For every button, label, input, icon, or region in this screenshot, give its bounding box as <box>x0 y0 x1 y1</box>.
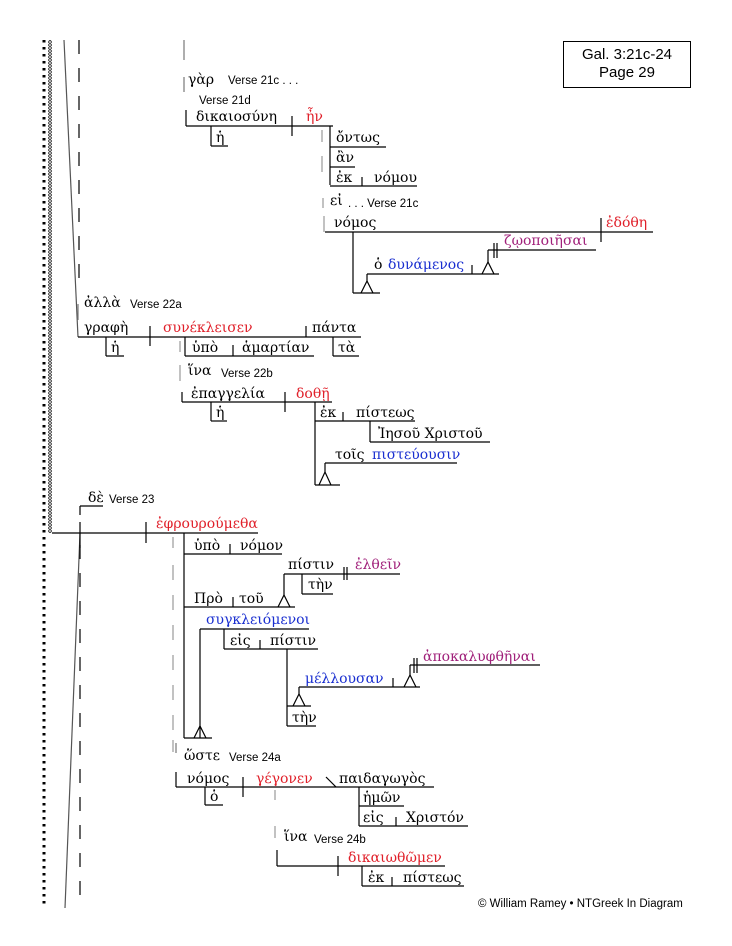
word-iesou-christou: Ἰησοῦ Χριστοῦ <box>378 426 483 442</box>
word-hina-2: ἵνα <box>284 829 308 845</box>
word-ta: τὰ <box>338 340 356 356</box>
word-ek: ἐκ <box>336 170 353 186</box>
verse-label-24b: Verse 24b <box>314 834 366 846</box>
copyright-notice: © William Ramey • NTGreek In Diagram <box>478 898 683 910</box>
word-pisteos: πίστεως <box>356 405 415 421</box>
word-epangelia: ἐπαγγελία <box>191 386 265 402</box>
word-tou: τοῦ <box>239 591 264 607</box>
word-ho: ὁ <box>374 257 383 273</box>
word-de: δὲ <box>88 490 104 506</box>
word-hypo-2: ὑπὸ <box>194 538 221 554</box>
word-hina: ἵνα <box>188 363 212 379</box>
word-dikaiosyne: δικαιοσύνη <box>196 109 278 125</box>
verse-label-21d: Verse 21d <box>199 95 251 107</box>
word-ek-2: ἐκ <box>320 405 337 421</box>
word-he-2: ἡ <box>111 340 120 356</box>
word-pro: Πρὸ <box>194 591 223 607</box>
word-an: ἂν <box>336 150 354 166</box>
word-pistin-2: πίστιν <box>270 633 316 649</box>
verse-label-24a: Verse 24a <box>229 752 281 764</box>
verb-dikaiothomen: δικαιωθῶμεν <box>348 850 442 866</box>
word-paidagogos: παιδαγωγὸς <box>339 771 426 787</box>
word-ei: εἰ <box>330 193 343 209</box>
word-alla: ἀλλὰ <box>84 295 121 311</box>
word-hemon: ἡμῶν <box>363 790 401 806</box>
reference-label: Gal. 3:21c-24 <box>581 46 673 63</box>
verse-label-23: Verse 23 <box>109 494 155 506</box>
verse-label-21c: Verse 21c . . . <box>228 75 299 87</box>
word-ten-2: τὴν <box>292 710 317 726</box>
verse-label-21c-cont: . . . Verse 21c <box>348 198 419 210</box>
slant-line-top <box>63 39 79 338</box>
word-pisteos-2: πίστεως <box>403 870 462 886</box>
word-pistin: πίστιν <box>288 557 334 573</box>
word-hoste: ὥστε <box>184 748 220 764</box>
verb-ephrouroumetha: ἐφρουρούμεθα <box>156 516 258 532</box>
verb-en: ἦν <box>306 109 323 125</box>
infinitive-elthein: ἐλθεῖν <box>355 557 402 573</box>
word-ek-3: ἐκ <box>368 870 385 886</box>
word-ontos: ὄντως <box>336 130 380 146</box>
word-graphe: γραφὴ <box>84 320 129 336</box>
word-nomos-2: νόμος <box>187 771 230 787</box>
word-eis: εἰς <box>230 633 251 649</box>
word-hypo: ὑπὸ <box>192 340 219 356</box>
page-label: Page 29 <box>599 64 655 81</box>
margin-zigzag-line <box>48 40 52 533</box>
word-he: ἡ <box>216 130 225 146</box>
infinitive-zoopoiesai: ζῳοποιῆσαι <box>504 233 588 249</box>
verb-dothe: δοθῇ <box>296 386 330 402</box>
reference-box: Gal. 3:21c-24 Page 29 <box>563 41 691 88</box>
verb-synekleisen: συνέκλεισεν <box>163 320 253 336</box>
word-christon: Χριστόν <box>406 810 464 826</box>
word-nomon: νόμον <box>240 538 283 554</box>
verb-edothe: ἐδόθη <box>606 215 648 231</box>
participle-pisteuousin: πιστεύουσιν <box>372 447 461 463</box>
word-nomos: νόμος <box>334 215 377 231</box>
participle-mellousan: μέλλουσαν <box>305 671 384 687</box>
word-panta: πάντα <box>312 320 357 336</box>
slant-line-bottom <box>64 532 81 909</box>
word-gar: γὰρ <box>188 72 215 88</box>
infinitive-apokalyphthenai: ἀποκαλυφθῆναι <box>423 649 536 665</box>
verse-label-22a: Verse 22a <box>130 299 182 311</box>
word-nomou: νόμου <box>374 170 417 186</box>
participle-synkleiomenoi: συγκλειόμενοι <box>206 612 311 628</box>
word-hamartian: ἁμαρτίαν <box>242 340 310 356</box>
word-he-3: ἡ <box>216 405 225 421</box>
word-ho-2: ὁ <box>210 789 219 805</box>
verse-label-22b: Verse 22b <box>221 368 273 380</box>
participle-dynamenos: δυνάμενος <box>388 257 465 273</box>
word-eis-2: εἰς <box>363 810 384 826</box>
word-ten: τὴν <box>308 577 333 593</box>
verb-gegonen: γέγονεν <box>256 771 313 787</box>
word-tois: τοῖς <box>335 447 365 463</box>
